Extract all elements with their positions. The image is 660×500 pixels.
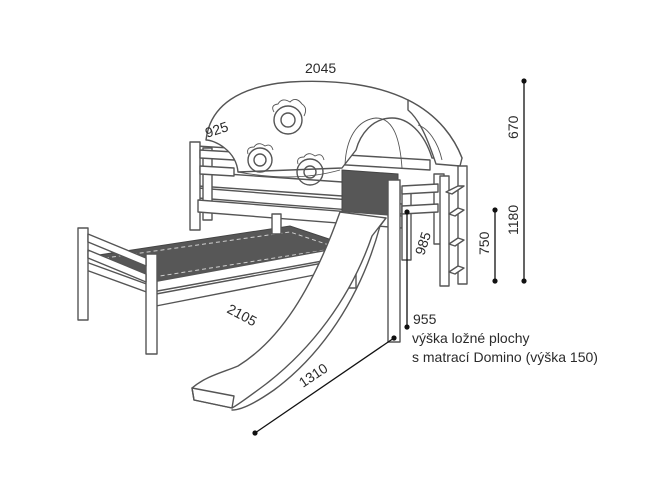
dim-tent-depth: 925 — [203, 118, 230, 141]
dimension-lines — [252, 78, 527, 436]
dim-tent-height: 670 — [505, 115, 521, 139]
dim-upper-depth: 985 — [412, 230, 435, 257]
dim-sleep-height: 955 — [413, 311, 437, 327]
tent-canopy — [205, 80, 463, 186]
dim-slide-length: 1310 — [296, 360, 331, 391]
note-line-2: s matrací Domino (výška 150) — [412, 349, 598, 365]
dim-total-height: 1180 — [505, 205, 521, 235]
dim-width-top: 2045 — [305, 60, 336, 76]
lower-bed — [77, 213, 357, 355]
flower-icon — [272, 99, 307, 135]
flower-icon — [296, 153, 325, 186]
dim-ladder-height: 750 — [476, 231, 492, 255]
dim-lower-length: 2105 — [225, 301, 260, 330]
slide — [191, 211, 387, 411]
note-line-1: výška ložné plochy — [412, 330, 530, 346]
flower-icon — [247, 143, 274, 173]
ladder — [439, 165, 468, 287]
